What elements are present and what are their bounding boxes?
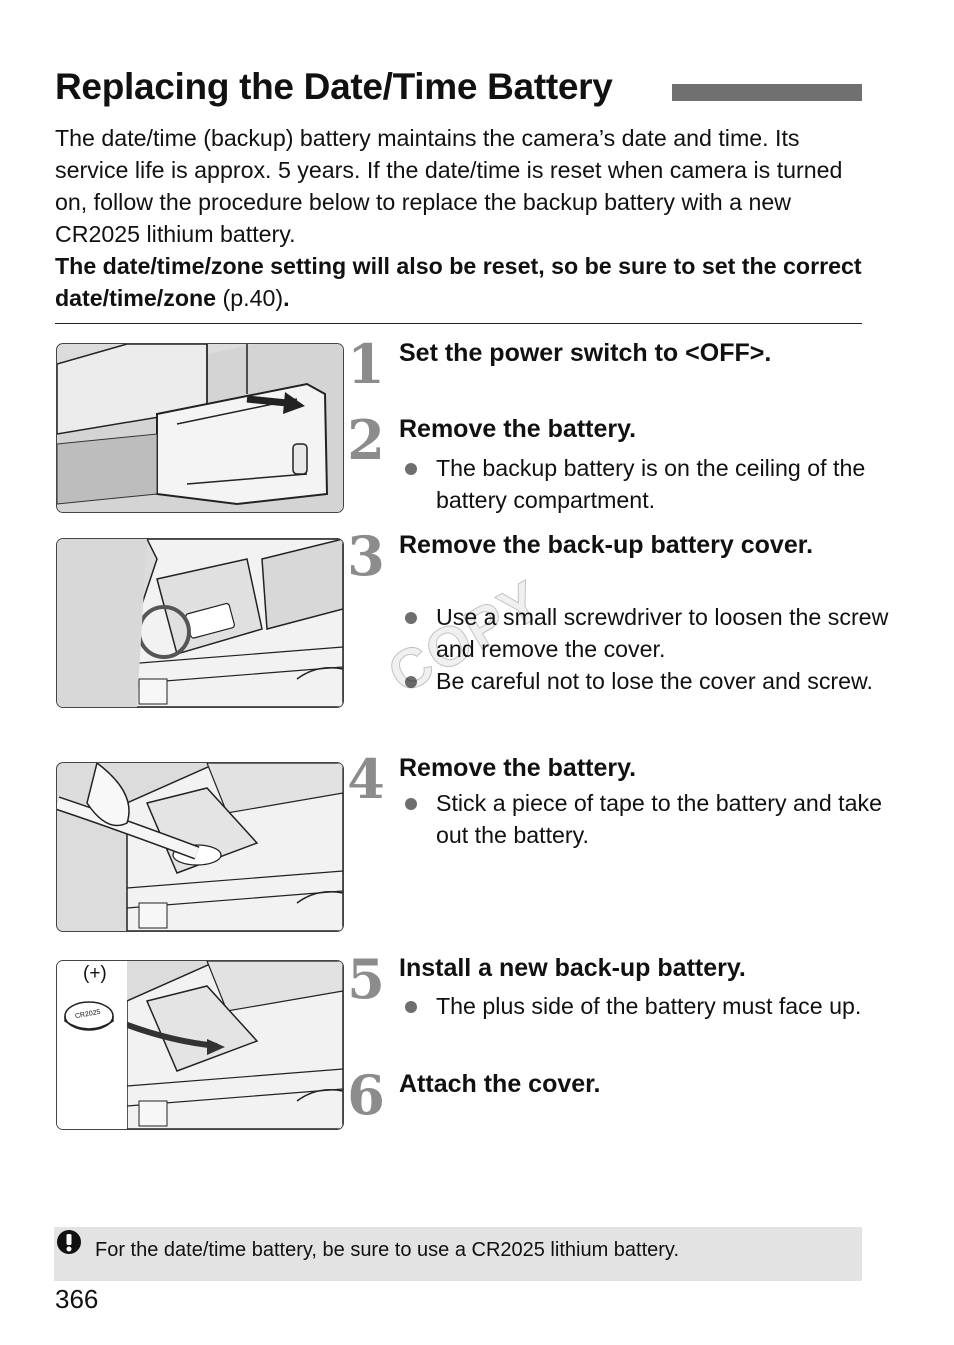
bullet-dot	[405, 676, 417, 688]
bullet-dot	[405, 798, 417, 810]
bullet-dot	[405, 1001, 417, 1013]
step-title-2: Remove the battery.	[399, 415, 637, 443]
caution-text: For the date/time battery, be sure to us…	[95, 1239, 679, 1261]
step-number-5: 5	[347, 947, 385, 1011]
bullet-text: Use a small screwdriver to loosen the sc…	[436, 604, 889, 662]
step-number-6: 6	[347, 1063, 385, 1127]
step-number-4: 4	[347, 747, 385, 811]
section-divider	[55, 323, 862, 324]
intro-paragraph: The date/time (backup) battery maintains…	[55, 125, 843, 247]
intro-warning-ref: (p.40)	[216, 285, 284, 311]
page-title: Replacing the Date/Time Battery	[55, 66, 613, 107]
bullet-text: The plus side of the battery must face u…	[436, 993, 862, 1019]
list-item: Use a small screwdriver to loosen the sc…	[403, 601, 891, 665]
bullet-text: The backup battery is on the ceiling of …	[436, 455, 866, 513]
illustration-backup-cover	[56, 538, 344, 708]
step-number-3: 3	[347, 524, 385, 588]
caution-note: For the date/time battery, be sure to us…	[54, 1227, 862, 1281]
list-item: The backup battery is on the ceiling of …	[403, 452, 891, 516]
intro-warning: The date/time/zone setting will also be …	[55, 250, 865, 314]
step-title-3: Remove the back-up battery cover.	[399, 531, 814, 559]
step-number-2: 2	[347, 408, 385, 472]
illustration-install-battery: (+) CR2025	[56, 960, 344, 1130]
bullet-text: Be careful not to lose the cover and scr…	[436, 668, 873, 694]
list-item: Be careful not to lose the cover and scr…	[403, 665, 891, 697]
illustration-tape-battery	[56, 762, 344, 932]
plus-side-label: (+)	[83, 963, 107, 984]
illustration-remove-battery	[56, 343, 344, 513]
step-title-6: Attach the cover.	[399, 1070, 601, 1098]
intro-warning-end: .	[283, 285, 290, 311]
title-decoration-bar	[672, 84, 862, 101]
list-item: Stick a piece of tape to the battery and…	[403, 787, 891, 851]
intro-warning-bold: The date/time/zone setting will also be …	[55, 253, 862, 311]
bullet-text: Stick a piece of tape to the battery and…	[436, 790, 882, 848]
step-title-5: Install a new back-up battery.	[399, 954, 746, 982]
bullet-dot	[405, 463, 417, 475]
bullet-dot	[405, 612, 417, 624]
step-number-1: 1	[347, 332, 385, 396]
list-item: The plus side of the battery must face u…	[403, 990, 891, 1022]
page-number: 366	[55, 1284, 99, 1314]
caution-icon	[57, 1230, 81, 1254]
intro-text: The date/time (backup) battery maintains…	[55, 122, 865, 314]
step-title-1: Set the power switch to <OFF>.	[399, 339, 772, 367]
step-title-4: Remove the battery.	[399, 754, 637, 782]
